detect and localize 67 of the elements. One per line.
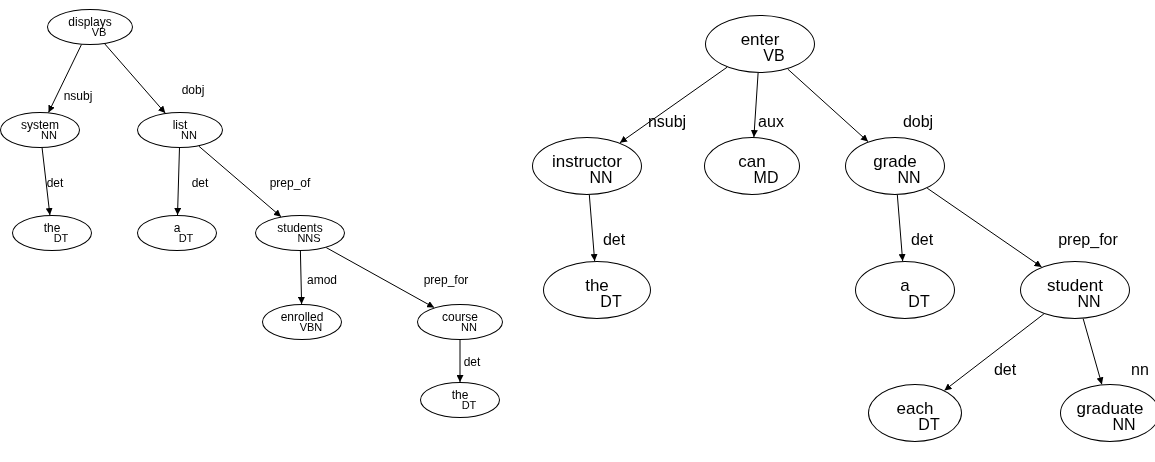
edge-label: det xyxy=(46,176,64,190)
edge-label: det xyxy=(993,361,1017,379)
word-text: students xyxy=(276,221,324,235)
word-text: the xyxy=(584,276,610,295)
edge-label: dobj xyxy=(181,83,205,97)
word-text: system xyxy=(20,118,60,132)
arrow xyxy=(174,147,182,216)
edge-label: prep_for xyxy=(1058,231,1118,249)
word-text: instructor xyxy=(551,152,623,171)
edge-label: det xyxy=(191,176,209,190)
word-ellipse xyxy=(0,112,80,148)
word-text: can xyxy=(737,152,767,171)
arrow xyxy=(48,44,82,113)
pos-tag: NN xyxy=(1061,416,1155,434)
edge-label: det xyxy=(910,231,934,249)
pos-tag: VB xyxy=(706,47,814,65)
pos-tag: DT xyxy=(421,399,499,411)
arrow xyxy=(325,247,435,309)
edge-label: aux xyxy=(758,113,784,131)
word-text: each xyxy=(895,399,935,418)
pos-tag: DT xyxy=(13,232,91,244)
word-text: the xyxy=(450,388,469,402)
arrow xyxy=(41,147,53,216)
pos-tag: VBN xyxy=(263,321,341,333)
edge-label: dobj xyxy=(902,113,934,131)
pos-tag: MD xyxy=(705,169,799,187)
edge-label: det xyxy=(602,231,626,249)
edge-label: nsubj xyxy=(63,89,93,103)
arrow xyxy=(588,194,598,262)
arrow xyxy=(104,43,166,114)
word-text: enter xyxy=(739,30,781,49)
arrow xyxy=(926,187,1043,268)
word-text: graduate xyxy=(1075,399,1145,419)
pos-tag: DT xyxy=(138,232,216,244)
arrow xyxy=(619,66,728,144)
word-text: a xyxy=(172,221,181,235)
pos-tag: NN xyxy=(1021,293,1129,311)
pos-tag: DT xyxy=(544,293,650,311)
arrow xyxy=(943,313,1045,391)
pos-tag: NN xyxy=(138,129,222,141)
arrow xyxy=(750,72,759,138)
word-ellipse xyxy=(1060,384,1155,442)
arrow xyxy=(787,68,869,143)
pos-tag: NN xyxy=(846,169,944,187)
edge-label: nsubj xyxy=(647,113,687,131)
arrow xyxy=(297,250,305,305)
word-text: the xyxy=(42,221,61,235)
pos-tag: DT xyxy=(869,416,961,434)
pos-tag: DT xyxy=(856,293,954,311)
pos-tag: NNS xyxy=(256,232,344,244)
edge-label: amod xyxy=(307,273,337,287)
word-text: student xyxy=(1046,276,1104,295)
pos-tag: NN xyxy=(418,321,502,333)
word-text: grade xyxy=(872,152,917,172)
edge-label: det xyxy=(463,355,481,369)
word-text: enrolled xyxy=(279,310,325,324)
word-text: list xyxy=(171,118,188,132)
edge-label: prep_for xyxy=(423,273,469,287)
word-text: a xyxy=(899,276,911,295)
arrow xyxy=(456,339,464,383)
word-text: course xyxy=(441,310,479,324)
pos-tag: NN xyxy=(533,169,641,187)
edge-label: nn xyxy=(1131,361,1149,379)
word-text: displays xyxy=(67,15,113,29)
edge-label: prep_of xyxy=(269,176,311,190)
arrow xyxy=(1082,318,1104,385)
arrow xyxy=(896,194,906,262)
